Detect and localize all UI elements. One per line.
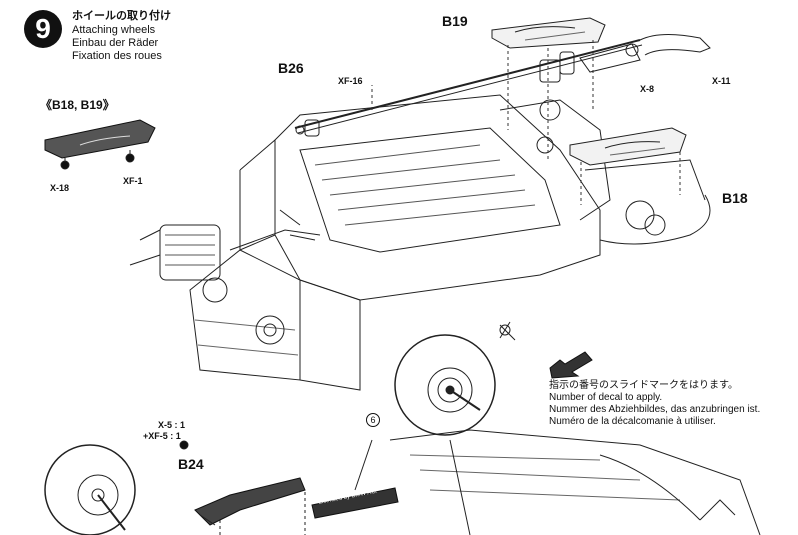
title-en: Attaching wheels (72, 24, 156, 36)
lower-chassis (389, 429, 761, 535)
decal-note-en: Number of decal to apply. (549, 392, 663, 403)
b24-part (179, 440, 306, 535)
title-de: Einbau der Räder (72, 37, 159, 49)
label-b18: B18 (722, 190, 748, 206)
label-b19: B19 (442, 13, 468, 29)
step-number-badge: 9 (24, 10, 62, 48)
rear-suspension (499, 99, 711, 245)
decal-note-fr: Numéro de la décalcomanie à utiliser. (549, 416, 716, 427)
label-b24: B24 (178, 456, 204, 472)
wheel-lower (44, 444, 136, 535)
wheel-upper (394, 321, 516, 436)
decal-number-circle: 6 (366, 413, 380, 427)
front-suspension (129, 209, 321, 345)
decal-note-jp: 指示の番号のスライドマークをはります。 (549, 380, 738, 391)
b19-cover (491, 17, 606, 49)
chassis-frame (189, 94, 601, 391)
title-jp: ホイールの取り付け (72, 10, 171, 22)
decal-note-de: Nummer des Abziehbildes, das anzubringen… (549, 404, 761, 415)
label-xf1: XF-1 (123, 176, 143, 186)
b18-b19-subassembly (44, 119, 156, 170)
guide-lines (371, 40, 681, 205)
label-x5-count: X-5 : 1 (158, 420, 186, 430)
decal-arrow-icon (549, 351, 593, 379)
license-plate-shape (311, 439, 399, 519)
label-xf16: XF-16 (338, 76, 363, 86)
label-x18: X-18 (50, 183, 70, 193)
label-b26: B26 (278, 60, 304, 76)
title-fr: Fixation des roues (72, 50, 162, 62)
label-xf5-count: +XF-5 : 1 (143, 431, 181, 441)
subassembly-label: 《B18, B19》 (40, 98, 115, 112)
b26-shaft (294, 34, 711, 137)
label-x8: X-8 (640, 84, 655, 94)
b18-cover (569, 127, 687, 166)
label-x11: X-11 (712, 76, 731, 86)
